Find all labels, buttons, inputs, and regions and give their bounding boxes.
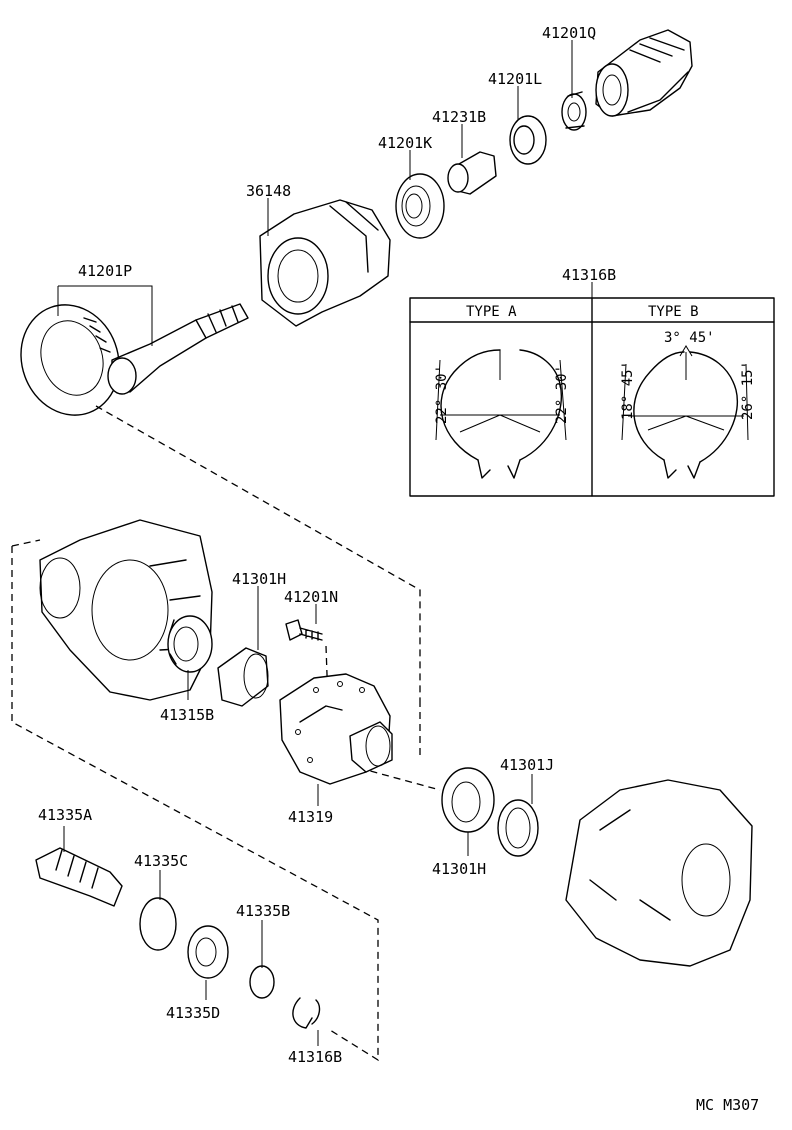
label-41335b: 41335B — [236, 902, 290, 920]
diagram-code: MC M307 — [696, 1096, 759, 1114]
label-41316b-bottom: 41316B — [288, 1048, 342, 1066]
part-41201p-pinion-shaft — [107, 303, 249, 395]
part-41201q-housing — [595, 29, 693, 117]
label-41316b-top: 41316B — [562, 266, 616, 284]
type-a-heading: TYPE A — [466, 304, 517, 320]
label-36148: 36148 — [246, 182, 291, 200]
type-b-snap-ring — [621, 345, 749, 479]
part-transaxle-case — [565, 779, 753, 967]
part-36148-case — [259, 199, 391, 327]
label-41301j: 41301J — [500, 756, 554, 774]
part-41201n-bolt — [285, 619, 323, 641]
type-a-snap-ring — [435, 349, 567, 479]
label-41335c: 41335C — [134, 852, 188, 870]
part-41201l-bearing-race — [509, 115, 547, 165]
label-41315b: 41315B — [160, 706, 214, 724]
label-41335a: 41335A — [38, 806, 92, 824]
part-41201q-nut — [561, 91, 587, 131]
type-b-top-angle: 3° 45' — [664, 330, 715, 346]
label-41201p: 41201P — [78, 262, 132, 280]
part-41301j-shim — [497, 799, 539, 857]
part-41301h-bearing-bottom — [441, 767, 495, 833]
label-41201n: 41201N — [284, 588, 338, 606]
part-41316b-snap-ring-bottom — [292, 997, 321, 1029]
part-41335d-bearing — [187, 925, 229, 979]
label-41201q: 41201Q — [542, 24, 596, 42]
part-41315b-seal — [167, 615, 213, 673]
label-41301h-bottom: 41301H — [432, 860, 486, 878]
label-41335d: 41335D — [166, 1004, 220, 1022]
leader-lines — [57, 40, 593, 1046]
table-labels: TYPE A TYPE B 22° 30' 22° 30' 3° 45' 18°… — [434, 304, 756, 424]
label-41201l: 41201L — [488, 70, 542, 88]
label-41319: 41319 — [288, 808, 333, 826]
part-41201p-ring-gear — [20, 304, 120, 416]
label-41201k: 41201K — [378, 134, 432, 152]
type-a-left-angle: 22° 30' — [434, 365, 450, 424]
part-41201k-bearing — [395, 173, 445, 239]
type-b-heading: TYPE B — [648, 304, 699, 320]
type-b-right-angle: 26° 15' — [740, 361, 756, 420]
type-a-right-angle: 22° 30' — [554, 365, 570, 424]
part-41301h-bearing-top — [217, 647, 269, 707]
part-labels: 41201Q 41201L 41231B 41201K 36148 41201P… — [38, 24, 616, 1066]
part-41335b-washer — [249, 965, 275, 999]
snap-ring-type-table — [409, 297, 775, 497]
label-41231b: 41231B — [432, 108, 486, 126]
label-41301h-top: 41301H — [232, 570, 286, 588]
part-41335a-driven-gear — [35, 847, 123, 907]
part-41335c-snap-ring — [139, 897, 177, 951]
part-41231b-spacer — [447, 151, 497, 195]
part-differential-housing — [39, 519, 213, 701]
part-41319-diff-case — [279, 673, 393, 785]
type-b-left-angle: 18° 45' — [620, 361, 636, 420]
